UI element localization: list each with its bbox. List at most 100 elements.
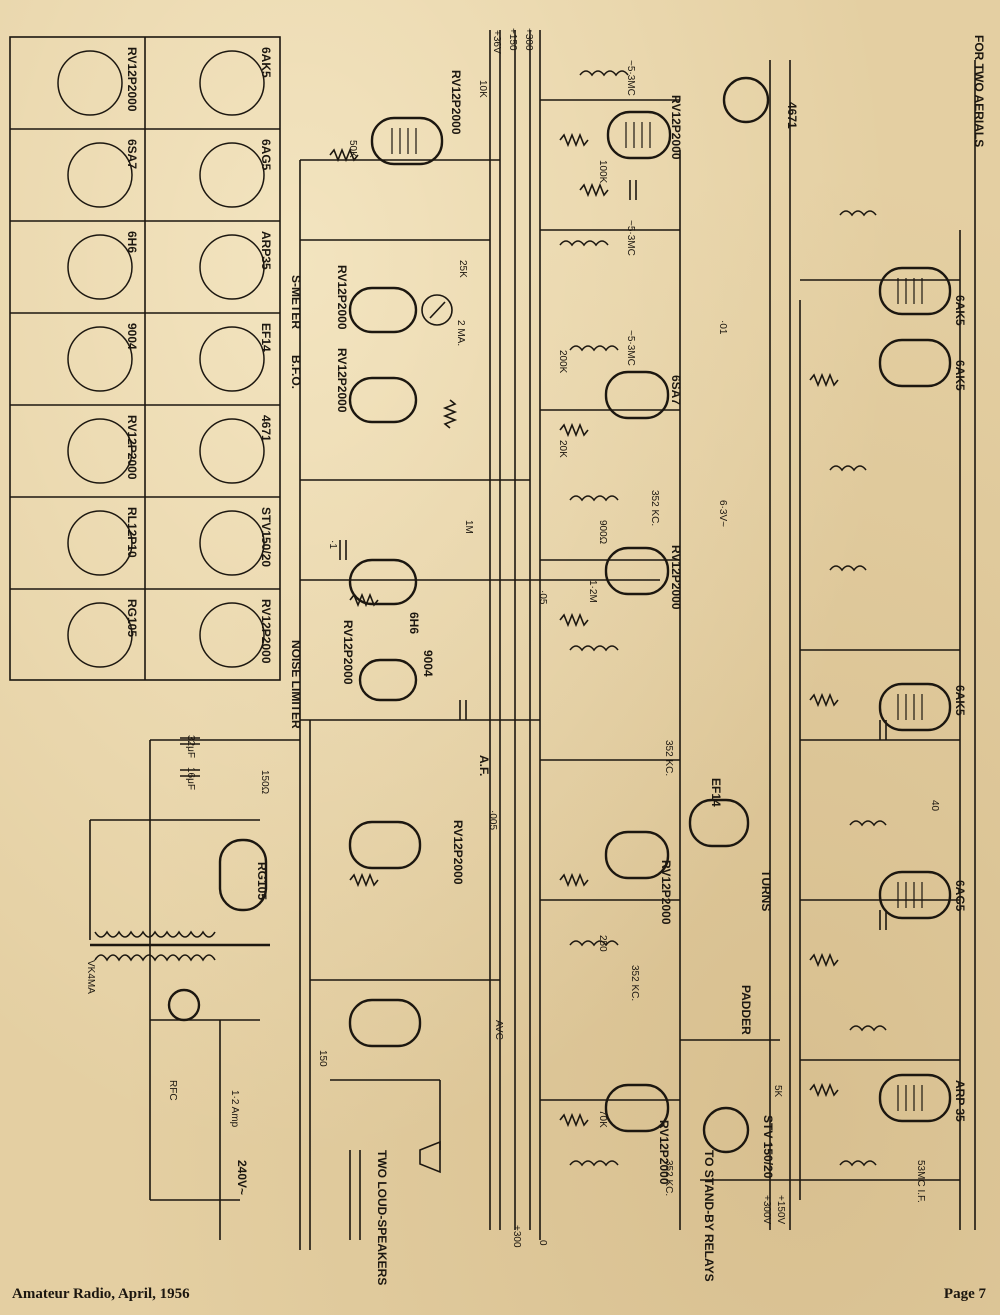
tube-label: RG105: [255, 862, 269, 900]
component-value-label: 16μF: [185, 767, 196, 790]
frequency-labels: ~5·3MC ~5·3MC ~5·3MC 352 KC. 352 KC. 352 KC. 3…: [625, 60, 926, 1203]
noise-limiter-label: NOISE LIMITER: [289, 640, 303, 729]
supply-label: +300: [523, 28, 534, 51]
tube-label: STV 150/20: [761, 1115, 775, 1179]
component-value-label: 150: [317, 1050, 328, 1067]
table-label-left: RG105: [125, 599, 139, 637]
table-label-right: 4671: [259, 415, 273, 442]
component-value-label: ·1: [327, 540, 338, 549]
supply-label: 0: [537, 1240, 548, 1246]
frequency-label: 352 KC.: [629, 965, 640, 1001]
component-value-label: 40: [929, 800, 940, 812]
component-value-label: 1·2M: [587, 580, 598, 603]
frequency-label: 53MC I.F.: [915, 1160, 926, 1203]
component-value-label: 20K: [557, 440, 568, 458]
turns-label: TURNS: [759, 870, 773, 911]
component-value-label: ·005: [487, 810, 498, 830]
component-labels: 10K 50K 25K 2 MA. 100K 1M 1·2M 70K 200K 20K 150 900…: [167, 80, 940, 1128]
tube-label: 6H6: [407, 612, 421, 634]
tube-label: 6AK5: [953, 295, 967, 326]
tube-label: RV12P2000: [669, 545, 683, 610]
tube-envelopes: [167, 76, 952, 1154]
tube-electrodes: [391, 122, 923, 1111]
tube-label: RV12P2000: [669, 95, 683, 160]
table-label-left: RV12P2000: [125, 47, 139, 112]
tube-label: 6SA7: [669, 375, 683, 405]
page-footer: Amateur Radio, April, 1956 Page 7: [12, 1283, 986, 1305]
table-label-left: 9004: [125, 323, 139, 350]
supply-label: +300V: [761, 1195, 772, 1225]
tube-label: RV12P2000: [335, 348, 349, 413]
s-meter-label: S-METER: [289, 275, 303, 329]
frequency-label: 352 KC.: [663, 740, 674, 776]
table-label-right: ARP35: [259, 231, 273, 270]
padder-label: PADDER: [739, 985, 753, 1035]
frequency-label: ~5·3MC: [625, 330, 636, 366]
tube-label: RV12P2000: [341, 620, 355, 685]
af-label: A.F.: [477, 755, 491, 776]
component-value-label: 50K: [347, 140, 358, 158]
tube-label: 9004: [421, 650, 435, 677]
vk4ma-label: VK4MA: [85, 960, 96, 994]
tube-label: 6AK5: [953, 360, 967, 391]
component-value-label: 1M: [463, 520, 474, 534]
s-meter-gauge: [421, 294, 453, 326]
component-value-label: 100K: [597, 160, 608, 184]
component-value-label: 1·2 Amp: [229, 1090, 240, 1128]
frequency-label: ~5·3MC: [625, 60, 636, 96]
standby-relays-label: TO STAND-BY RELAYS: [702, 1150, 716, 1282]
component-value-label: 5K: [772, 1085, 783, 1098]
tube-base-diagrams: [57, 50, 265, 668]
tube-label: RV12P2000: [449, 70, 463, 135]
table-label-right: 6AK5: [259, 47, 273, 78]
supply-label: 6·3V~: [717, 500, 728, 527]
tube-label: EF14: [709, 778, 723, 807]
component-value-label: 32μF: [185, 735, 196, 758]
tube-label: RV12P2000: [657, 1120, 671, 1185]
two-speakers-label: TWO LOUD-SPEAKERS: [375, 1150, 389, 1285]
component-value-label: ·01: [717, 320, 728, 335]
component-value-label: 250: [597, 935, 608, 952]
schematic-wiring: [9, 30, 976, 1250]
component-value-label: 150Ω: [259, 770, 270, 795]
tube-label: RV12P2000: [451, 820, 465, 885]
table-label-left: RL12P10: [125, 507, 139, 558]
table-label-left: 6SA7: [125, 139, 139, 169]
avc-label: AVC: [493, 1020, 504, 1040]
frequency-label: 352 KC.: [663, 1160, 674, 1196]
tube-label: ARP 35: [953, 1080, 967, 1122]
table-label-left: RV12P2000: [125, 415, 139, 480]
tube-label: 6AK5: [953, 685, 967, 716]
component-value-label: 200K: [557, 350, 568, 374]
page-number: Page 7: [943, 1285, 986, 1302]
publication-line: Amateur Radio, April, 1956: [12, 1285, 190, 1302]
tube-label: 6AG5: [953, 880, 967, 912]
tube-label: RV12P2000: [335, 265, 349, 330]
supply-label: +300: [511, 1225, 522, 1248]
frequency-label: 352 KC.: [649, 490, 660, 526]
component-value-label: ·05: [537, 590, 548, 605]
mains-label: 240V~: [235, 1160, 249, 1195]
bfo-label: B.F.O.: [289, 355, 303, 389]
component-value-label: 70K: [597, 1110, 608, 1128]
frequency-label: ~5·3MC: [625, 220, 636, 256]
for-two-aerials-label: FOR TWO AERIALS: [972, 35, 986, 147]
component-value-label: 25K: [457, 260, 468, 278]
table-label-right: 6AG5: [259, 139, 273, 171]
tube-label: RV12P2000: [659, 860, 673, 925]
component-value-label: RFC: [167, 1080, 178, 1101]
tube-label: 4671: [785, 102, 799, 129]
component-value-label: 2 MA.: [455, 320, 466, 346]
table-label-left: 6H6: [125, 231, 139, 253]
table-label-right: EF14: [259, 323, 273, 352]
supply-label: +36V: [491, 30, 502, 54]
table-label-right: RV12P2000: [259, 599, 273, 664]
component-value-label: 900Ω: [597, 520, 608, 545]
table-label-right: STV150/20: [259, 507, 273, 567]
component-value-label: 10K: [477, 80, 488, 98]
supply-label: +150: [507, 28, 518, 51]
